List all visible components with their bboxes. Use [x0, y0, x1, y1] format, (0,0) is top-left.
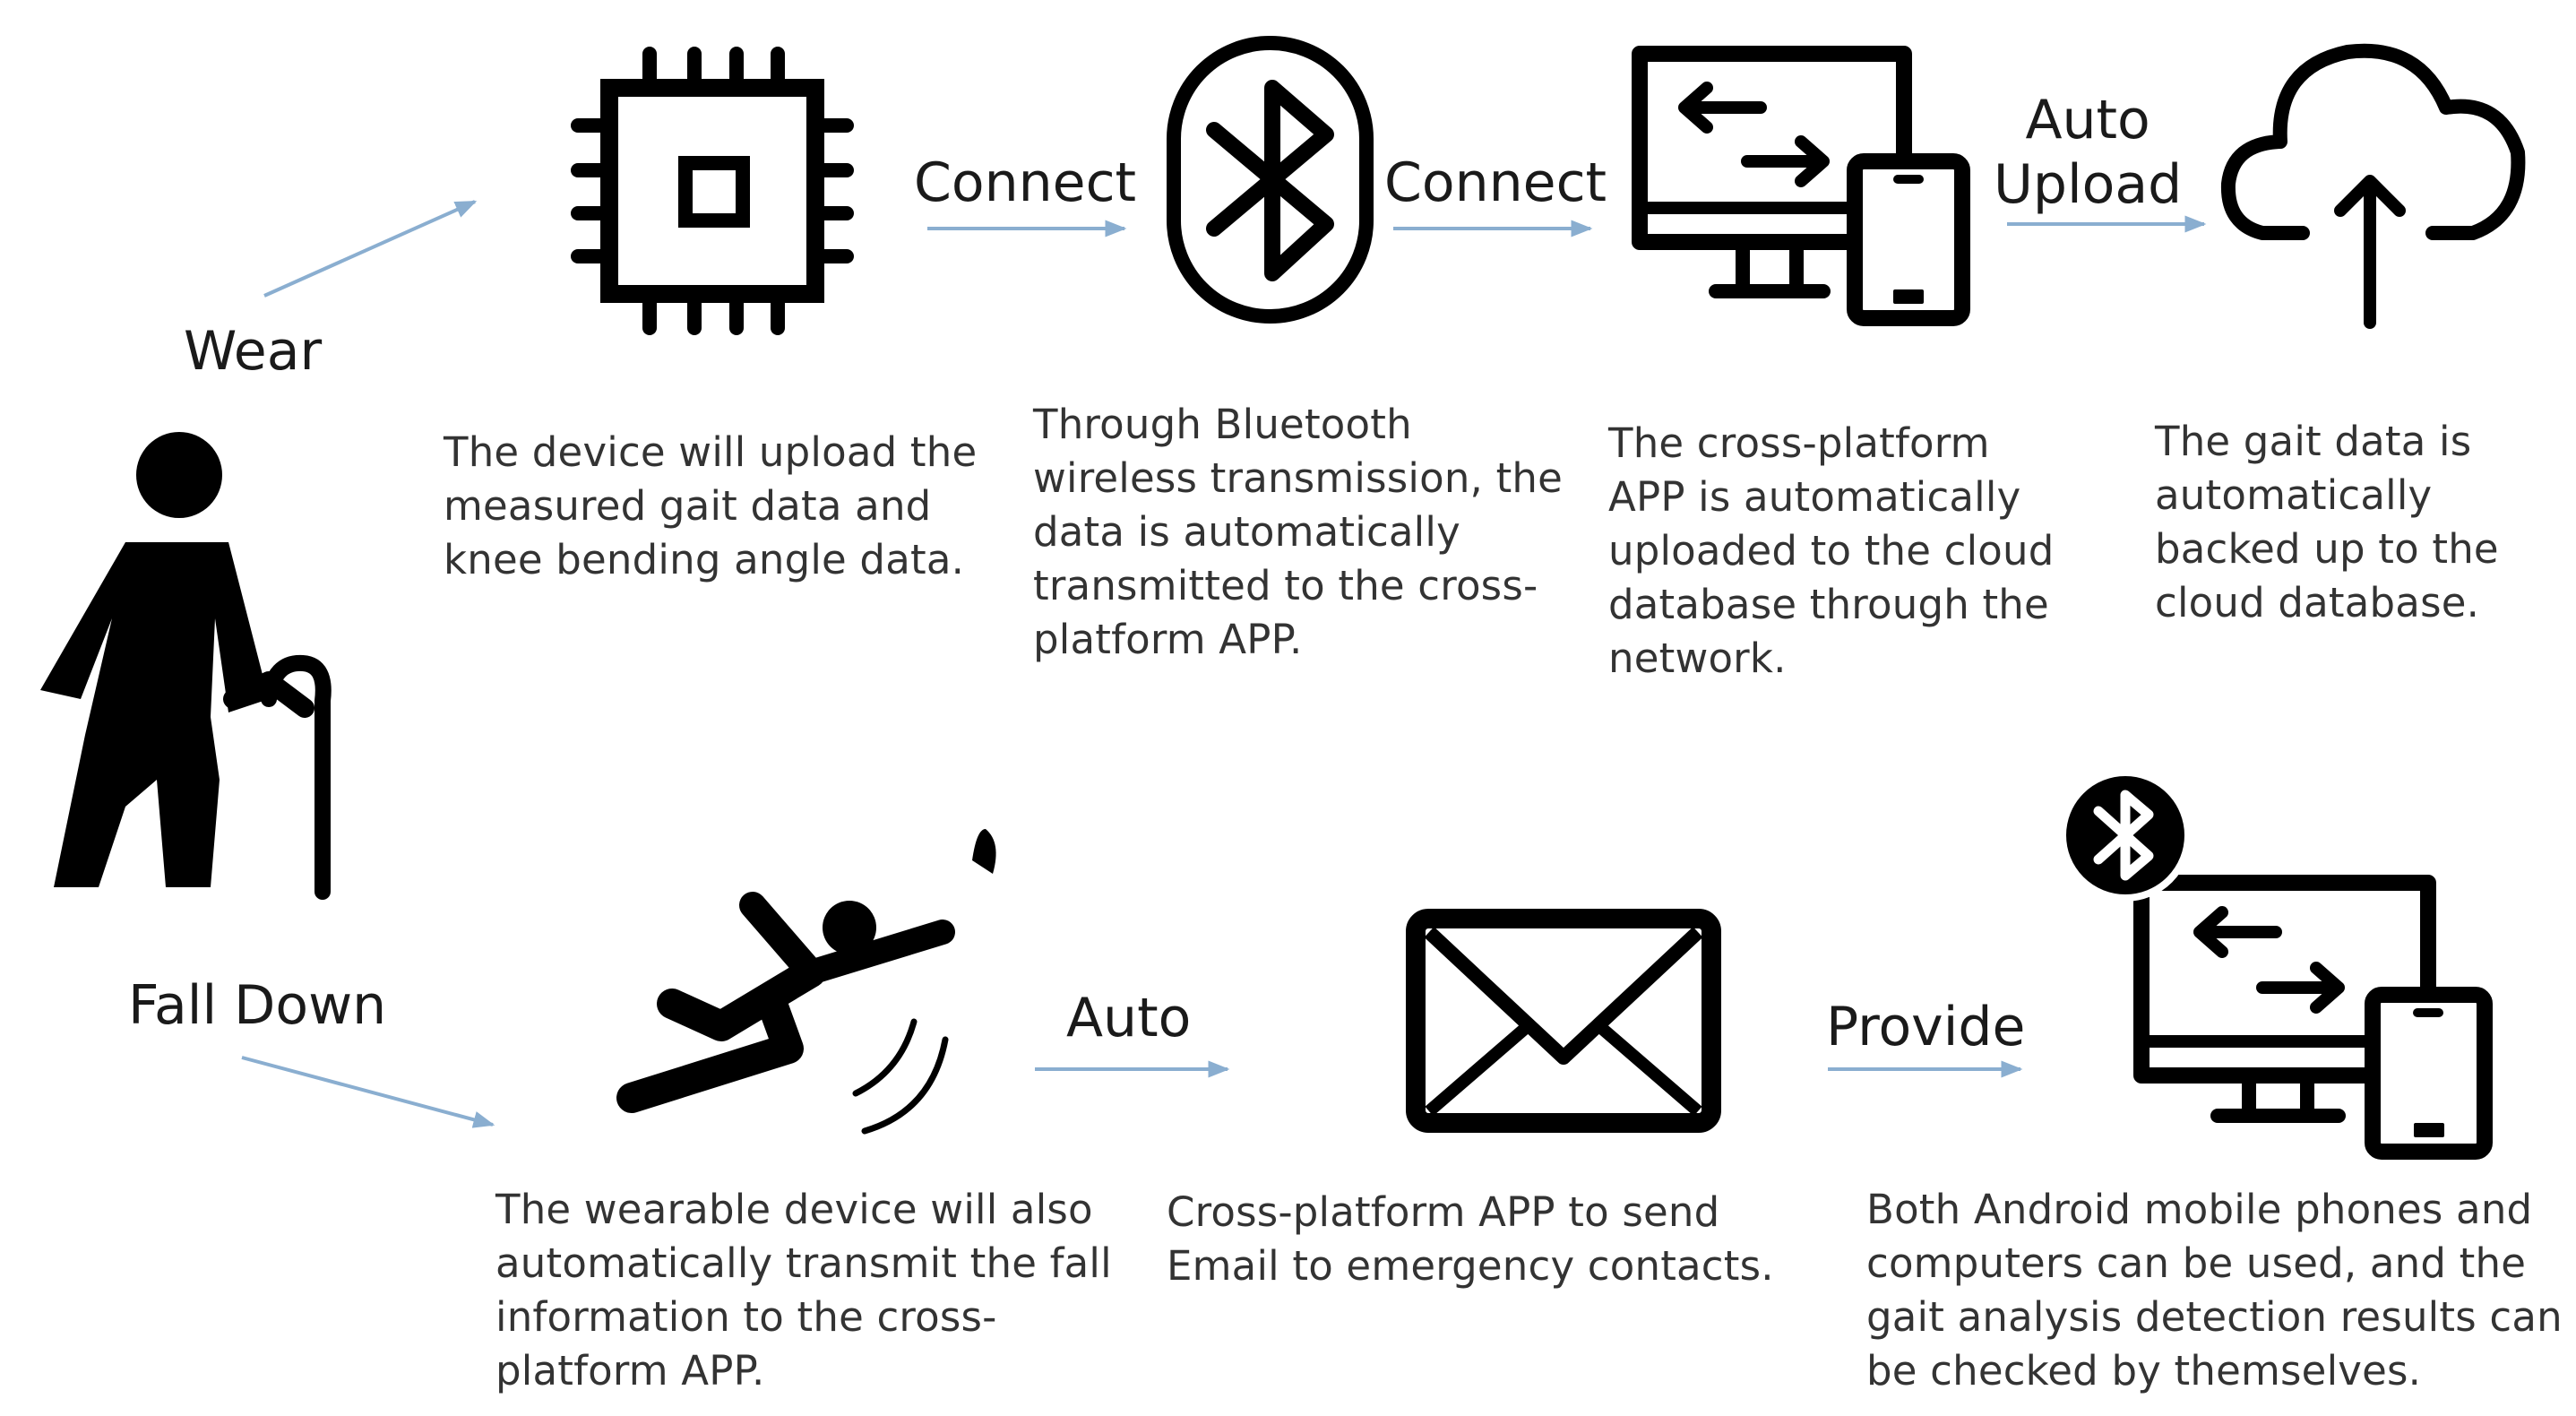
fall-arrow — [241, 1056, 495, 1128]
device-upload-description: The device will upload the measured gait… — [444, 428, 978, 583]
cloud-upload-icon — [2220, 43, 2526, 329]
envelope-icon — [1406, 909, 1721, 1133]
bluetooth-transmission-description: Through Bluetooth wireless transmission,… — [1033, 401, 1564, 663]
computer-phone-sync-icon — [1632, 46, 1970, 326]
bluetooth-computer-phone-icon — [2059, 769, 2493, 1160]
cloud-backup-description: The gait data is automatically backed up… — [2155, 418, 2499, 626]
email-alert-description: Cross-platform APP to send Email to emer… — [1167, 1188, 1774, 1290]
connect-label-1: Connect — [914, 151, 1137, 214]
provide-label: Provide — [1826, 996, 2026, 1058]
auto-label: Auto — [1066, 987, 1192, 1049]
connect-label-2: Connect — [1384, 151, 1607, 214]
microchip-icon — [571, 47, 854, 335]
results-check-description: Both Android mobile phones and computers… — [1866, 1186, 2563, 1394]
fall-transmission-description: The wearable device will also automatica… — [495, 1186, 1112, 1394]
auto-upload-label: Auto Upload — [1994, 89, 2183, 216]
elderly-person-with-cane-icon — [40, 432, 332, 900]
falling-person-icon — [616, 829, 996, 1135]
wear-arrow — [263, 200, 478, 298]
app-upload-description: The cross-platform APP is automatically … — [1608, 419, 2055, 682]
wear-label: Wear — [184, 320, 323, 383]
bluetooth-icon — [1167, 36, 1374, 324]
fall-down-label: Fall Down — [128, 974, 387, 1037]
